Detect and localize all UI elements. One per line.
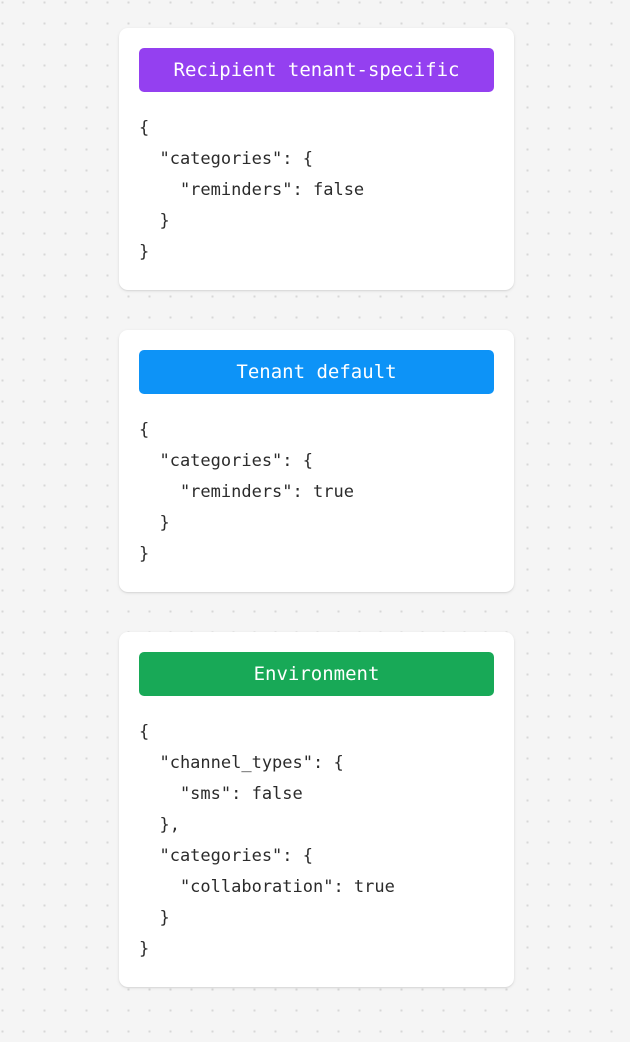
card-recipient-tenant-specific: Recipient tenant-specific { "categories"… bbox=[119, 28, 514, 290]
card-tenant-default: Tenant default { "categories": { "remind… bbox=[119, 330, 514, 592]
card-badge-tenant-default: Tenant default bbox=[139, 350, 494, 394]
card-code-environment: { "channel_types": { "sms": false }, "ca… bbox=[139, 722, 395, 959]
card-code-recipient-tenant-specific: { "categories": { "reminders": false } } bbox=[139, 118, 365, 262]
preference-override-cards: Recipient tenant-specific { "categories"… bbox=[119, 28, 514, 987]
card-badge-environment: Environment bbox=[139, 652, 494, 696]
card-environment: Environment { "channel_types": { "sms": … bbox=[119, 632, 514, 987]
card-badge-recipient-tenant-specific: Recipient tenant-specific bbox=[139, 48, 494, 92]
card-code-tenant-default: { "categories": { "reminders": true } } bbox=[139, 420, 354, 564]
